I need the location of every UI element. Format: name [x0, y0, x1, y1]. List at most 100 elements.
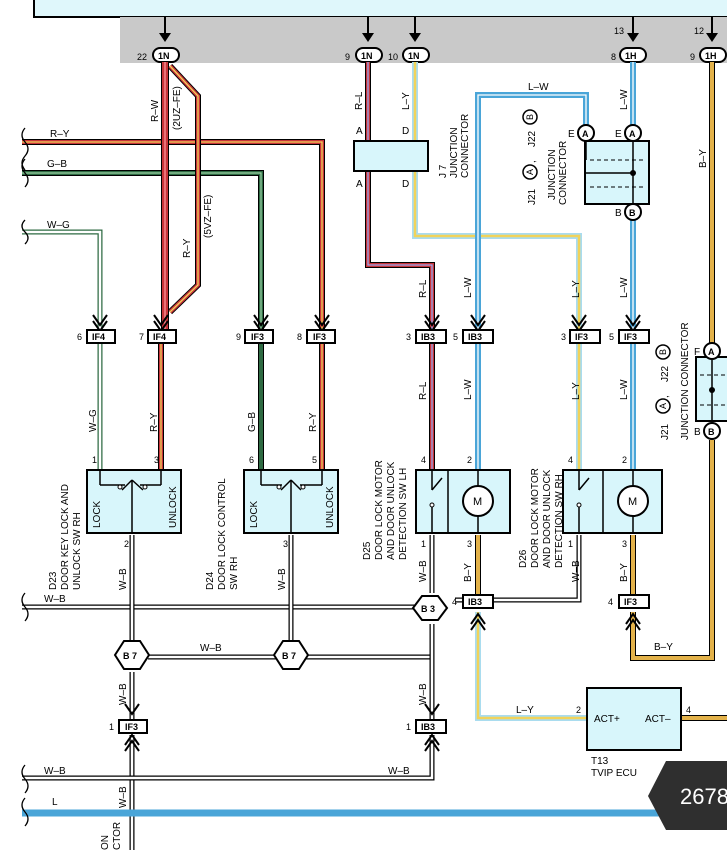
header-pin-9b: 12 9 1H	[690, 17, 727, 63]
j7-junction-connector: A D A D J 7 JUNCTION CONNECTOR	[353, 114, 471, 190]
svg-text:DOOR LOCK CONTROL: DOOR LOCK CONTROL	[217, 478, 228, 590]
connector-if3-8: 8 IF3	[297, 314, 336, 344]
svg-text:A: A	[708, 347, 715, 357]
svg-text:6: 6	[77, 332, 82, 342]
svg-text:5: 5	[453, 332, 458, 342]
svg-text:J21: J21	[527, 188, 538, 205]
svg-text:W–B: W–B	[418, 683, 429, 705]
wire-g-b	[22, 170, 264, 330]
svg-text:R–Y: R–Y	[50, 129, 70, 140]
svg-text:LOCK: LOCK	[92, 500, 103, 528]
svg-text:IB3: IB3	[468, 597, 482, 607]
svg-text:L–W: L–W	[619, 277, 630, 298]
svg-text:9: 9	[345, 52, 350, 62]
svg-text:L–Y: L–Y	[571, 382, 582, 400]
svg-text:DETECTION SW RH: DETECTION SW RH	[554, 474, 565, 568]
svg-text:W–B: W–B	[418, 560, 429, 582]
svg-text:G–B: G–B	[47, 159, 67, 170]
svg-text:3: 3	[406, 332, 411, 342]
svg-text:B 7: B 7	[123, 651, 137, 661]
svg-text:J 7: J 7	[438, 164, 449, 178]
svg-text:4: 4	[421, 455, 426, 465]
svg-text:3: 3	[561, 332, 566, 342]
svg-text:M: M	[628, 496, 637, 508]
svg-text:L: L	[52, 797, 58, 808]
svg-text:R–Y: R–Y	[182, 238, 193, 258]
page-number-badge[interactable]: 2678	[648, 761, 727, 830]
svg-text:E: E	[615, 129, 622, 140]
svg-text:D: D	[402, 179, 409, 190]
svg-text:D26: D26	[518, 549, 529, 568]
wire-d25-lower	[429, 342, 481, 470]
svg-text:L–Y: L–Y	[401, 92, 412, 110]
svg-text:IF4: IF4	[92, 332, 105, 342]
svg-text:9: 9	[236, 332, 241, 342]
d23-door-key-lock-sw: 1 3 LOCK UNLOCK 2 D23 DOOR KEY LOCK AND …	[48, 455, 182, 590]
svg-text:IF3: IF3	[125, 722, 138, 732]
svg-text:IF3: IF3	[251, 332, 264, 342]
connector-if3-9: 9 IF3	[236, 314, 274, 344]
connector-row: 6 IF4 7 IF4 9 IF3 8 IF3 3 IB3	[77, 314, 650, 344]
svg-text:IF3: IF3	[624, 597, 637, 607]
svg-text:A: A	[525, 169, 535, 175]
header-pin-22: 22 1N	[137, 17, 180, 63]
svg-text:4: 4	[568, 455, 573, 465]
wire-labels: R–Y G–B W–G R–W (2UZ–FE) R–Y (5VZ–FE) R–…	[44, 82, 709, 808]
svg-text:1H: 1H	[705, 51, 717, 61]
j21-junction-connector-right: A F B B A J21 , J22 B JUNCTION CONNECTOR	[655, 322, 727, 440]
svg-text:2678: 2678	[680, 784, 727, 809]
svg-text:1: 1	[421, 539, 426, 549]
svg-text:W–B: W–B	[44, 594, 66, 605]
svg-text:M: M	[473, 496, 482, 508]
d25-door-lock-motor-lh: 4 2 M 1 3 D25 DOOR LOCK MOTOR AND DOOR U…	[362, 455, 511, 560]
svg-text:W–B: W–B	[44, 766, 66, 777]
header-pin-10: 10 1N	[388, 17, 430, 63]
wire-d26-lower	[576, 342, 636, 470]
svg-text:W–B: W–B	[277, 568, 288, 590]
svg-text:DOOR LOCK MOTOR: DOOR LOCK MOTOR	[530, 468, 541, 568]
svg-text:J22: J22	[527, 130, 538, 147]
wire-b-y-right	[630, 62, 715, 661]
svg-text:B–Y: B–Y	[698, 149, 709, 168]
d24-door-lock-control-sw: 6 5 LOCK UNLOCK 3 D24 DOOR LOCK CONTROL …	[205, 455, 339, 590]
svg-text:L–Y: L–Y	[516, 705, 534, 716]
svg-text:B 7: B 7	[282, 651, 296, 661]
connector-ib3-3: 3 IB3	[406, 314, 447, 344]
svg-text:2: 2	[622, 455, 627, 465]
svg-text:B: B	[708, 427, 715, 437]
splice-b7-left: B 7	[113, 640, 151, 670]
svg-text:D23: D23	[48, 571, 59, 590]
svg-text:1N: 1N	[408, 51, 420, 61]
svg-text:A: A	[629, 129, 636, 139]
svg-text:A: A	[356, 179, 363, 190]
svg-text:F: F	[694, 347, 700, 358]
svg-text:5: 5	[609, 332, 614, 342]
t13-tvip-ecu: 2 4 ACT+ ACT– T13 TVIP ECU	[576, 687, 691, 779]
connector-if4-6: 6 IF4	[77, 314, 116, 344]
svg-text:4: 4	[608, 597, 613, 607]
wire-break-marks	[21, 127, 29, 827]
splice-b3: B 3	[411, 595, 449, 621]
svg-text:9: 9	[690, 52, 695, 62]
svg-text:W–B: W–B	[118, 683, 129, 705]
svg-text:CONNECTOR: CONNECTOR	[460, 114, 471, 178]
svg-text:1: 1	[568, 539, 573, 549]
wire-r-y-top	[22, 139, 325, 330]
svg-text:1N: 1N	[158, 51, 170, 61]
svg-text:B 3: B 3	[421, 604, 435, 614]
svg-text:L–W: L–W	[463, 277, 474, 298]
svg-text:L–W: L–W	[463, 379, 474, 400]
svg-text:1H: 1H	[625, 51, 637, 61]
svg-text:ACT+: ACT+	[594, 714, 620, 725]
connector-if3-1: 1 IF3	[109, 703, 148, 752]
svg-text:L–W: L–W	[619, 89, 630, 110]
svg-text:13: 13	[614, 26, 624, 36]
svg-text:B: B	[629, 208, 636, 218]
svg-text:W–B: W–B	[118, 568, 129, 590]
svg-text:A: A	[582, 129, 589, 139]
svg-text:1: 1	[109, 722, 114, 732]
svg-text:DOOR LOCK MOTOR: DOOR LOCK MOTOR	[374, 460, 385, 560]
wire-d23-lower	[97, 342, 164, 470]
svg-text:W–G: W–G	[47, 220, 70, 231]
